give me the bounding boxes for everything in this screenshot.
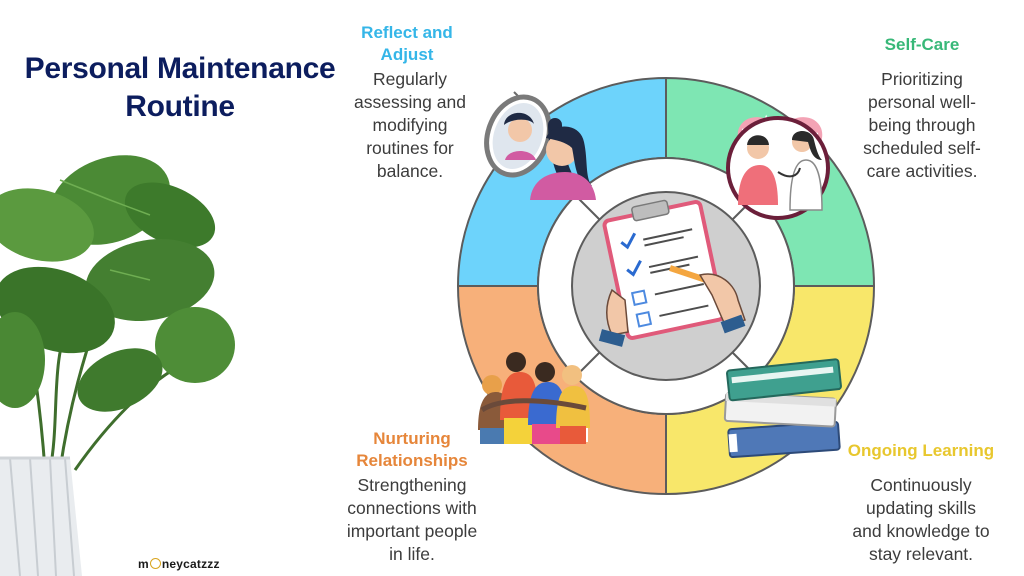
desc-line: connections with <box>347 498 477 518</box>
brand-suffix: neycatzzz <box>161 557 220 571</box>
brand-prefix: m <box>138 557 149 571</box>
desc-self-care: Prioritizing personal well- being throug… <box>850 68 994 183</box>
desc-reflect-adjust: Regularly assessing and modifying routin… <box>342 68 478 183</box>
desc-line: routines for <box>366 138 454 158</box>
desc-line: assessing and <box>354 92 466 112</box>
desc-line: personal well- <box>868 92 976 112</box>
label-line: Ongoing Learning <box>847 441 995 460</box>
desc-line: Prioritizing <box>881 69 963 89</box>
clipboard-checklist-icon <box>598 199 746 347</box>
desc-ongoing-learning: Continuously updating skills and knowled… <box>838 474 1004 566</box>
desc-line: stay relevant. <box>868 544 974 564</box>
brand-logo: m neycatzzz <box>138 557 220 571</box>
desc-line: modifying <box>372 115 448 135</box>
label-line: Adjust <box>380 45 434 64</box>
desc-line: in life. <box>389 544 435 564</box>
title-line-2: Routine <box>125 90 235 123</box>
desc-line: and knowledge to <box>852 521 990 541</box>
brand-coin-icon <box>149 558 161 569</box>
label-ongoing-learning: Ongoing Learning <box>838 440 1004 462</box>
desc-line: updating skills <box>866 498 976 518</box>
desc-line: being through <box>868 115 976 135</box>
desc-line: care activities. <box>866 161 978 181</box>
label-line: Reflect and <box>361 23 453 42</box>
label-line: Nurturing <box>373 429 451 448</box>
plant-leaves <box>0 155 235 471</box>
desc-line: Continuously <box>870 475 972 495</box>
plant-pot <box>0 456 82 576</box>
label-line: Self-Care <box>884 35 960 54</box>
label-reflect-adjust: Reflect and Adjust <box>352 22 462 66</box>
desc-line: Strengthening <box>357 475 467 495</box>
desc-line: important people <box>346 521 478 541</box>
desc-line: scheduled self- <box>863 138 981 158</box>
desc-line: Regularly <box>373 69 447 89</box>
page-title: Personal Maintenance Routine <box>10 50 350 126</box>
label-nurturing-relationships: Nurturing Relationships <box>344 428 480 472</box>
desc-nurturing-relationships: Strengthening connections with important… <box>330 474 494 566</box>
desc-line: balance. <box>376 161 444 181</box>
label-self-care: Self-Care <box>862 34 982 56</box>
label-line: Relationships <box>356 451 468 470</box>
title-line-1: Personal Maintenance <box>24 52 336 85</box>
